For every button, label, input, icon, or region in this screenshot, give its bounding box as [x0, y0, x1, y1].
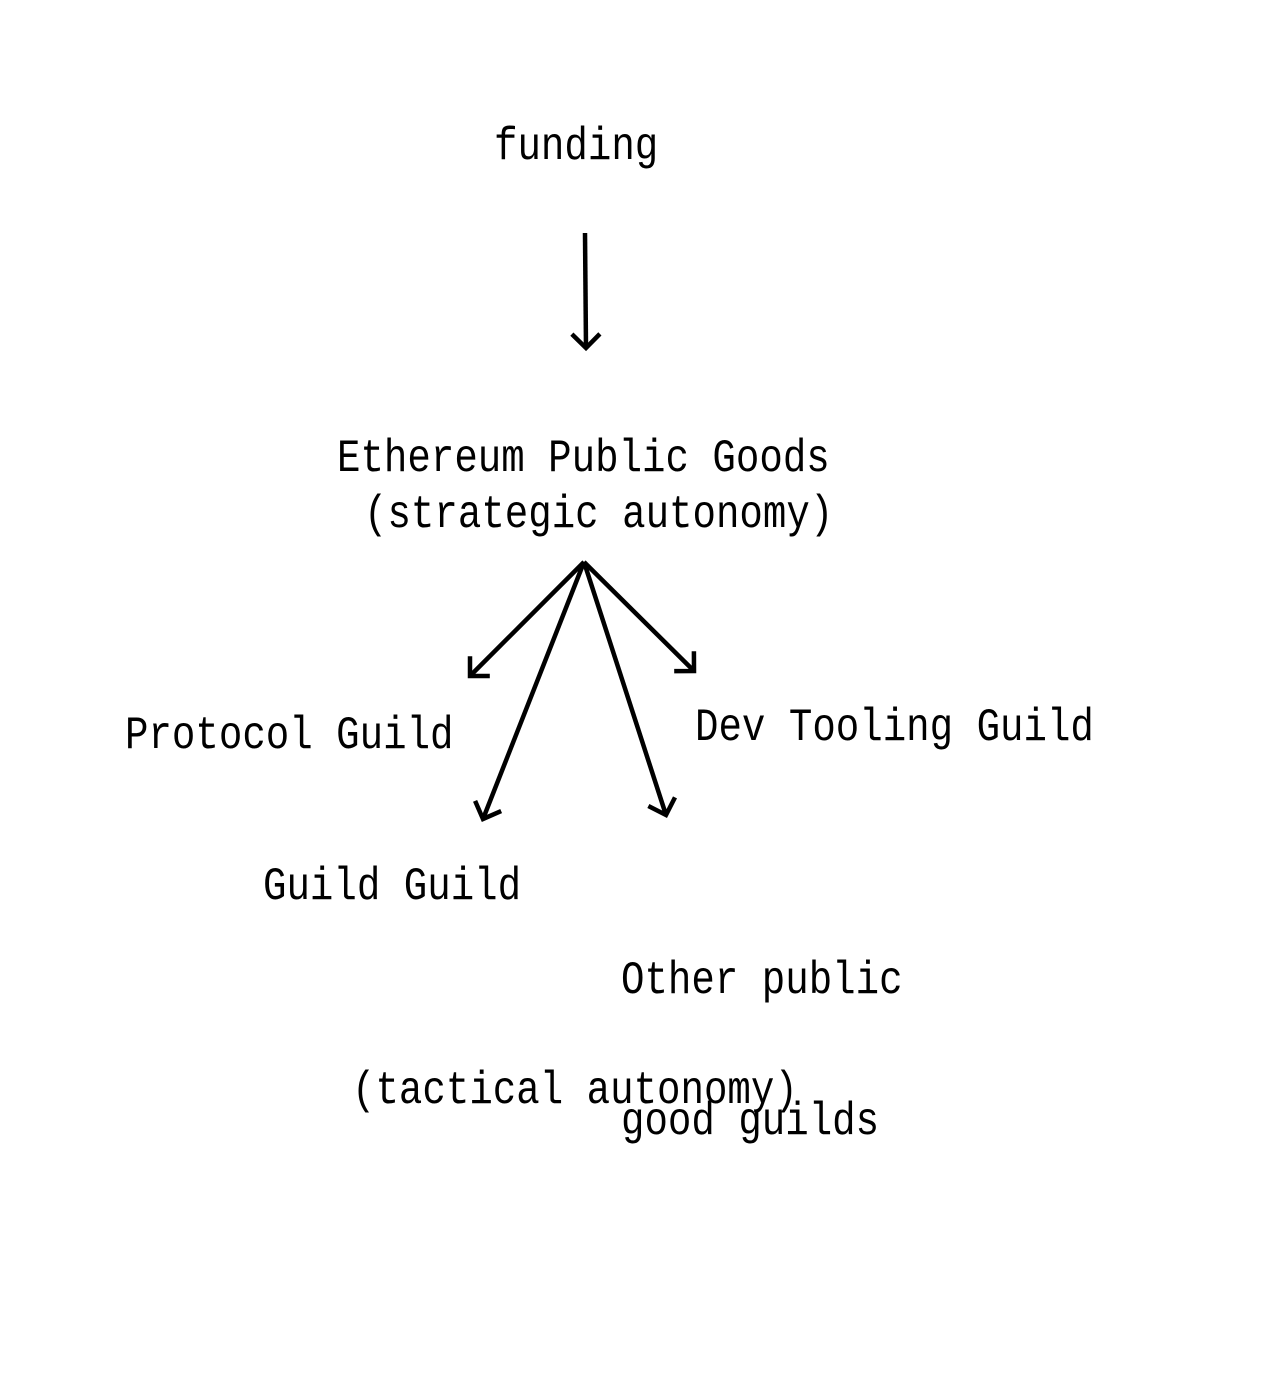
node-ethereum-public-goods-title: Ethereum Public Goods [337, 433, 830, 485]
arrow-epg-to-other-public-good-guilds [581, 561, 678, 819]
node-other-public-good-guilds-line1: Other public [621, 955, 903, 1007]
node-other-public-good-guilds-line2: good guilds [621, 1096, 880, 1148]
node-protocol-guild: Protocol Guild [125, 710, 454, 762]
node-guild-guild: Guild Guild [263, 861, 522, 913]
arrow-epg-to-protocol-guild [467, 560, 586, 679]
node-other-public-good-guilds: Other public good guilds [621, 864, 903, 1240]
node-tactical-autonomy: (tactical autonomy) [352, 1065, 798, 1117]
node-dev-tooling-guild: Dev Tooling Guild [695, 702, 1094, 754]
node-funding: funding [494, 121, 659, 173]
arrow-epg-to-guild-guild [473, 561, 587, 822]
arrow-funding-to-ethereum-public-goods [570, 232, 602, 352]
node-ethereum-public-goods-subtitle: (strategic autonomy) [364, 489, 834, 541]
arrow-epg-to-dev-tooling-guild [582, 560, 697, 674]
